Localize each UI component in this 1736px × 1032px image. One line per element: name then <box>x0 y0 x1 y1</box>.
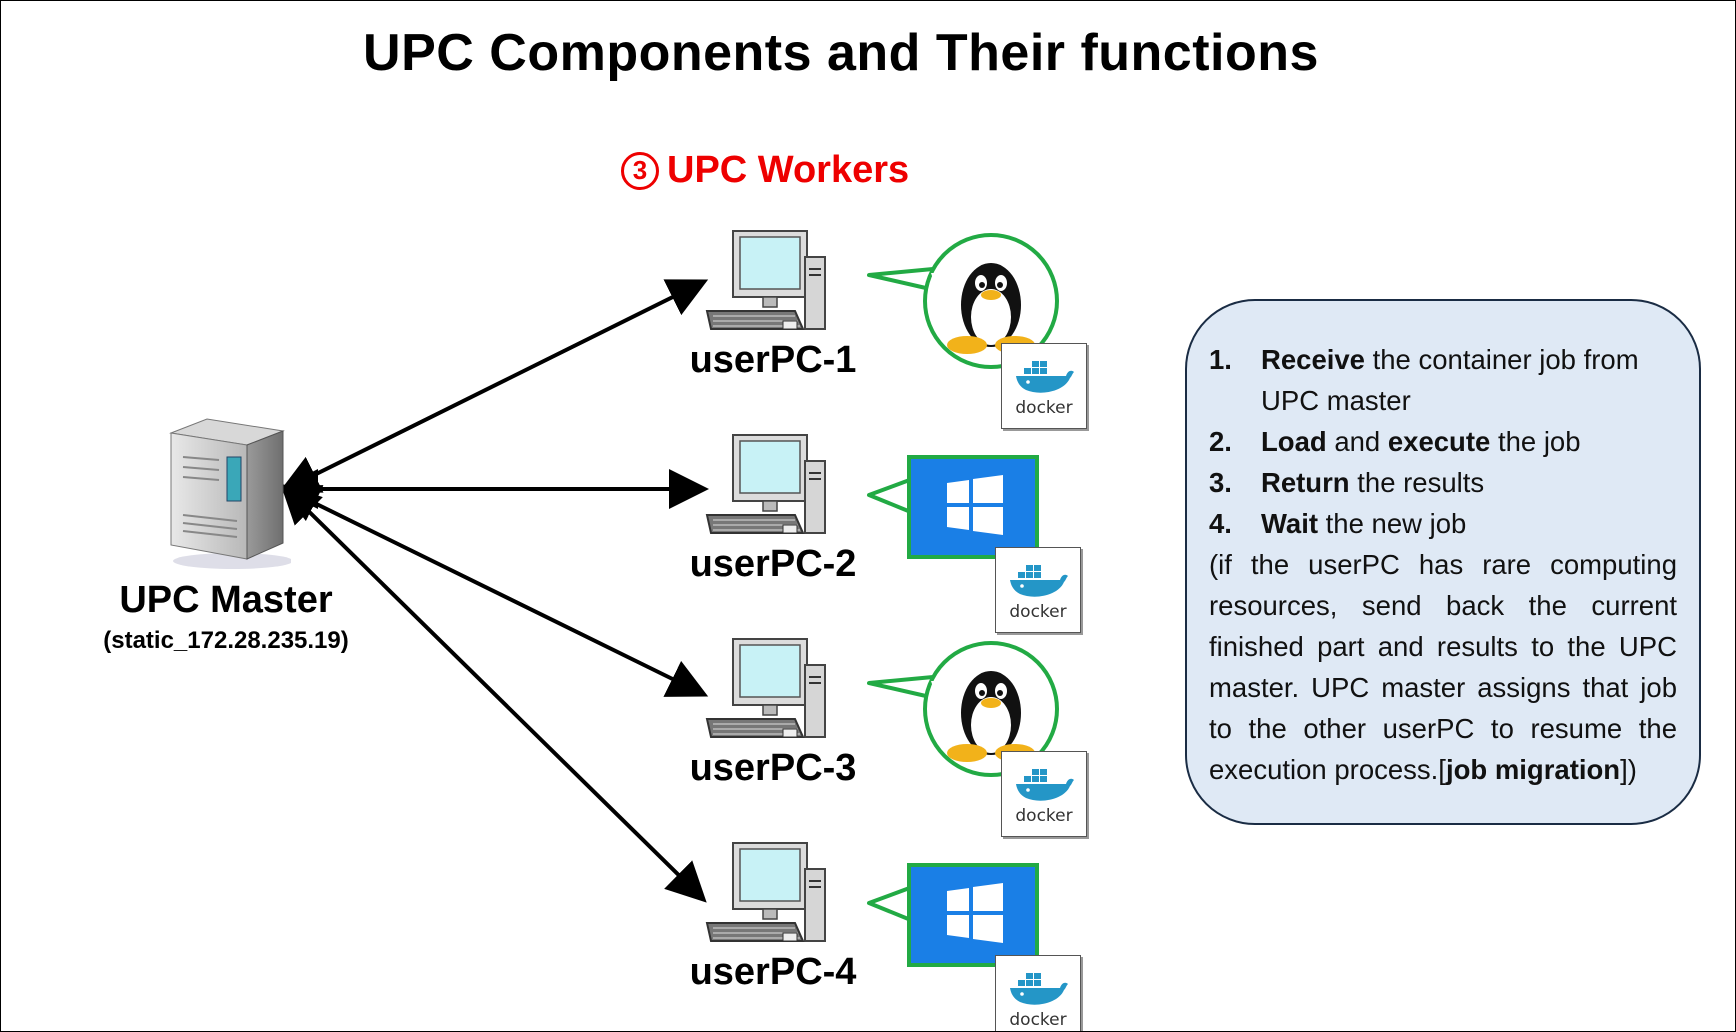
userpc-label: userPC-3 <box>689 747 857 789</box>
note-keyword: job migration <box>1445 754 1621 785</box>
docker-text: docker <box>1015 398 1073 418</box>
docker-icon: docker <box>995 547 1081 633</box>
server-icon <box>163 411 293 576</box>
workers-number-badge: 3 <box>621 151 659 190</box>
step-keyword: Return <box>1261 467 1350 498</box>
step-text: the results <box>1349 467 1485 498</box>
docker-icon: docker <box>1001 343 1087 429</box>
page-title: UPC Components and Their functions <box>363 24 1319 82</box>
desktop-pc-icon <box>703 433 833 548</box>
userpc-label: userPC-2 <box>689 543 857 585</box>
docker-whale-icon <box>1008 562 1070 605</box>
step-keyword: Receive <box>1261 344 1365 375</box>
step-number: 2. <box>1209 426 1232 457</box>
arrow-to-userpc-1 <box>278 279 709 493</box>
workers-heading: 3 UPC Workers <box>621 149 909 192</box>
docker-whale-icon <box>1008 970 1070 1013</box>
worker-steps-list: 1. Receive the container job from UPC ma… <box>1209 339 1677 544</box>
note-text: (if the userPC has rare computing resour… <box>1209 549 1677 785</box>
linux-tux-icon <box>863 641 1063 786</box>
workers-label: UPC Workers <box>667 149 910 191</box>
worker-functions-panel: 1. Receive the container job from UPC ma… <box>1185 299 1701 825</box>
docker-text: docker <box>1015 806 1073 826</box>
linux-tux-icon <box>863 233 1063 378</box>
docker-icon: docker <box>1001 751 1087 837</box>
windows-logo-icon <box>863 437 1063 582</box>
step-text: the new job <box>1318 508 1467 539</box>
master-ip: (static_172.28.235.19) <box>103 627 349 654</box>
docker-whale-icon <box>1014 766 1076 809</box>
step-text: and <box>1326 426 1388 457</box>
docker-text: docker <box>1009 602 1067 622</box>
step-number: 3. <box>1209 467 1232 498</box>
step-text: the container job from UPC master <box>1261 344 1639 416</box>
step-item: 4. Wait the new job <box>1209 503 1677 544</box>
docker-icon: docker <box>995 955 1081 1031</box>
docker-whale-icon <box>1014 358 1076 401</box>
step-item: 2. Load and execute the job <box>1209 421 1677 462</box>
step-number: 4. <box>1209 508 1232 539</box>
step-keyword: execute <box>1387 426 1491 457</box>
step-text: the job <box>1490 426 1581 457</box>
step-item: 3. Return the results <box>1209 462 1677 503</box>
desktop-pc-icon <box>703 229 833 344</box>
docker-text: docker <box>1009 1010 1067 1030</box>
arrow-to-userpc-4 <box>280 483 707 903</box>
userpc-label: userPC-4 <box>689 951 857 993</box>
desktop-pc-icon <box>703 637 833 752</box>
windows-logo-icon <box>863 845 1063 990</box>
master-label: UPC Master <box>119 579 333 621</box>
step-keyword: Load <box>1261 426 1327 457</box>
step-keyword: Wait <box>1261 508 1319 539</box>
userpc-label: userPC-1 <box>689 339 857 381</box>
note-text-end: ]) <box>1620 754 1637 785</box>
step-number: 1. <box>1209 344 1232 375</box>
desktop-pc-icon <box>703 841 833 956</box>
step-item: 1. Receive the container job from UPC ma… <box>1209 339 1677 421</box>
job-migration-note: (if the userPC has rare computing resour… <box>1209 544 1677 790</box>
